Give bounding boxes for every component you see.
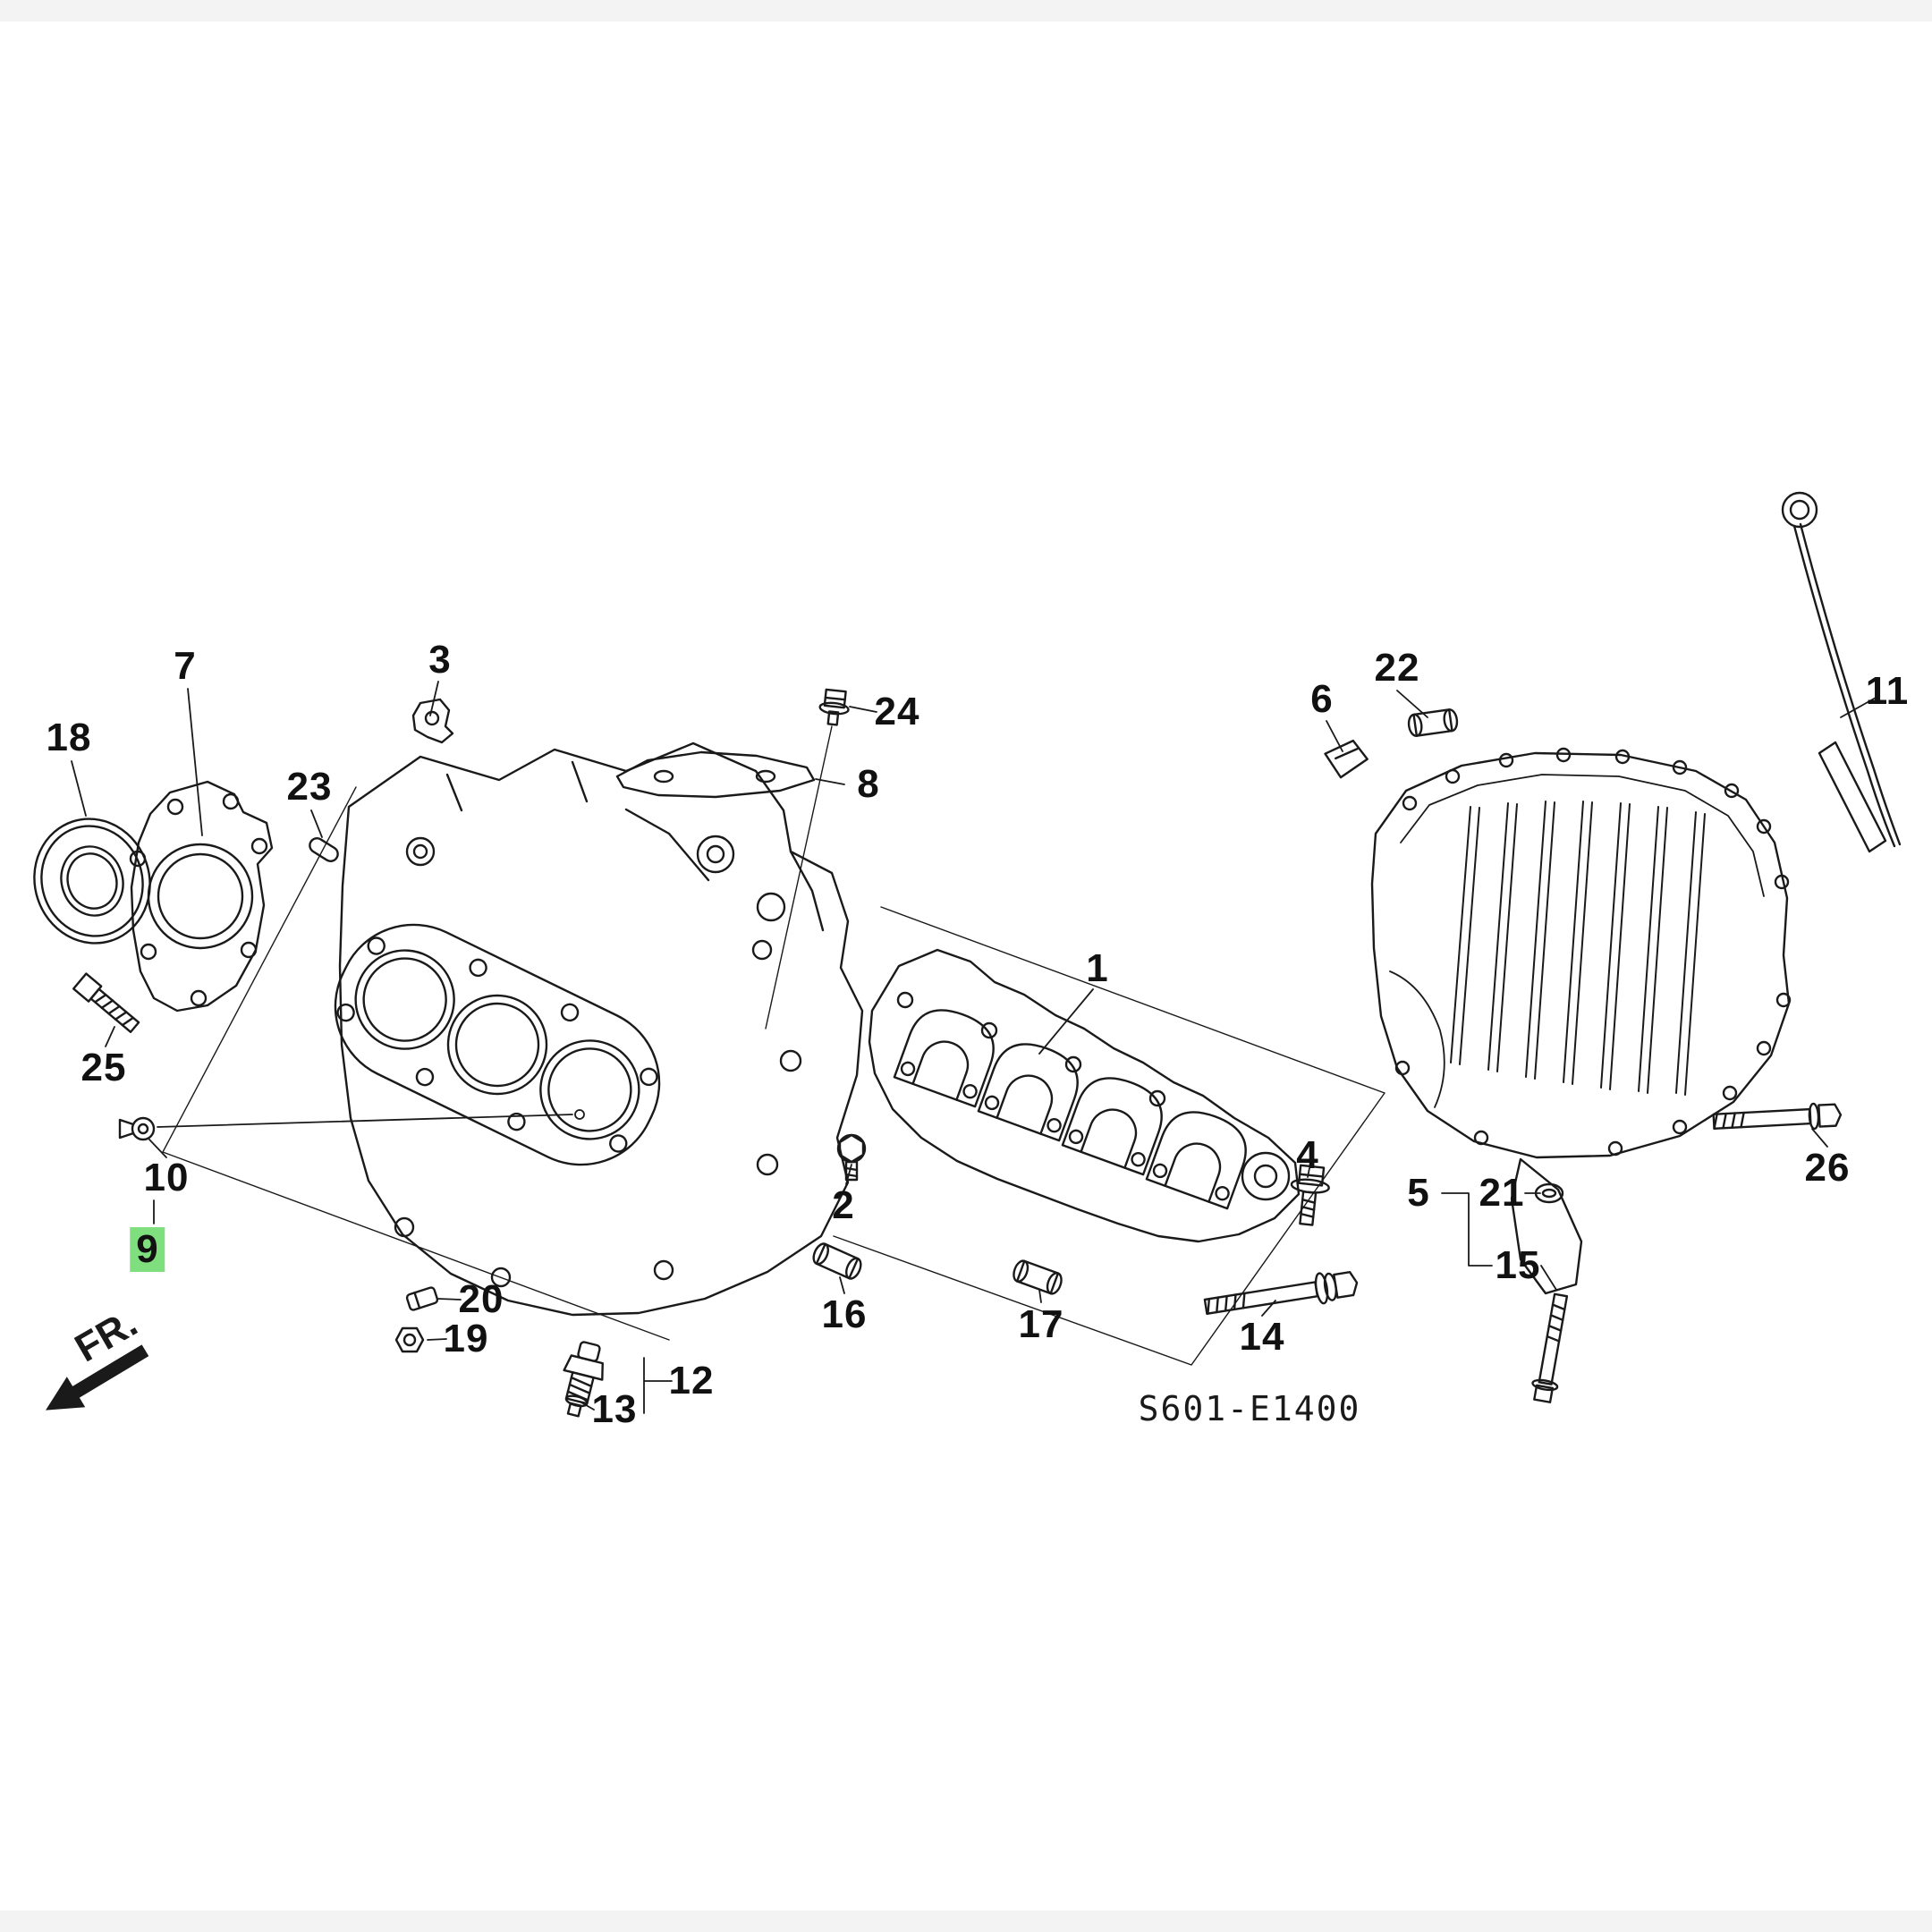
callout-6[interactable]: 6 xyxy=(1310,677,1334,721)
callout-13[interactable]: 13 xyxy=(591,1387,638,1431)
fr-direction-indicator: FR. xyxy=(46,1301,149,1411)
bolt-4-illustration xyxy=(1290,1164,1330,1226)
callout-1[interactable]: 1 xyxy=(1086,946,1109,990)
callout-11[interactable]: 11 xyxy=(1865,669,1910,713)
dowel-17-illustration xyxy=(1010,1258,1065,1297)
callout-14[interactable]: 14 xyxy=(1239,1315,1285,1359)
plug-6-illustration xyxy=(1324,739,1368,779)
bolt-15-illustration xyxy=(1531,1292,1569,1403)
callout-25[interactable]: 25 xyxy=(80,1046,127,1089)
callout-5[interactable]: 5 xyxy=(1407,1171,1430,1215)
dowel-16-illustration xyxy=(809,1240,865,1283)
bolt-26-illustration xyxy=(1712,1102,1843,1131)
bolt-14-illustration xyxy=(1203,1271,1359,1315)
dowel-22-illustration xyxy=(1406,708,1460,738)
oil-pressure-switch-illustration xyxy=(563,1341,604,1418)
callout-20[interactable]: 20 xyxy=(458,1277,504,1321)
callout-2[interactable]: 2 xyxy=(832,1183,855,1227)
callout-23[interactable]: 23 xyxy=(286,765,333,809)
callout-7[interactable]: 7 xyxy=(174,644,197,688)
gasket-and-bores-illustration xyxy=(334,923,661,1166)
callout-15[interactable]: 15 xyxy=(1495,1243,1541,1287)
pin-illustration xyxy=(309,837,339,862)
bolt-2-illustration xyxy=(836,1133,867,1182)
diagram-code: S601-E1400 xyxy=(1139,1389,1361,1428)
dipstick-illustration xyxy=(1781,491,1902,853)
cylinder-block-face-illustration xyxy=(338,741,864,1317)
callout-22[interactable]: 22 xyxy=(1374,646,1420,690)
callout-17[interactable]: 17 xyxy=(1018,1302,1064,1346)
callout-3[interactable]: 3 xyxy=(428,638,452,682)
baffle-plate-illustration xyxy=(615,750,816,799)
callout-26[interactable]: 26 xyxy=(1804,1146,1851,1190)
callout-12[interactable]: 12 xyxy=(668,1359,715,1402)
letterbox-top xyxy=(0,0,1932,21)
oil-seal-illustration xyxy=(33,818,151,945)
leader-lines xyxy=(71,681,1877,1414)
callout-19[interactable]: 19 xyxy=(443,1317,489,1360)
bolt-25-illustration xyxy=(72,972,140,1033)
callout-18[interactable]: 18 xyxy=(46,716,92,759)
nut-19-illustration xyxy=(394,1326,425,1353)
bearing-caps-illustration xyxy=(868,948,1301,1243)
letterbox-bottom xyxy=(0,1911,1932,1932)
callout-24[interactable]: 24 xyxy=(874,690,920,733)
callout-10[interactable]: 10 xyxy=(143,1156,190,1199)
callout-9-highlighted[interactable]: 9 xyxy=(130,1227,165,1272)
clip-20-illustration xyxy=(405,1286,439,1311)
callout-4[interactable]: 4 xyxy=(1296,1133,1319,1177)
seal-plate-illustration xyxy=(129,780,274,1013)
callout-21[interactable]: 21 xyxy=(1479,1171,1525,1215)
callout-8[interactable]: 8 xyxy=(857,762,880,806)
callout-16[interactable]: 16 xyxy=(821,1292,868,1336)
bolt-24-illustration xyxy=(818,688,850,726)
fr-arrow-icon xyxy=(46,1344,149,1411)
oil-pan-illustration xyxy=(1370,747,1792,1295)
sensor-illustration xyxy=(118,1116,156,1141)
bracket-illustration xyxy=(411,698,454,744)
